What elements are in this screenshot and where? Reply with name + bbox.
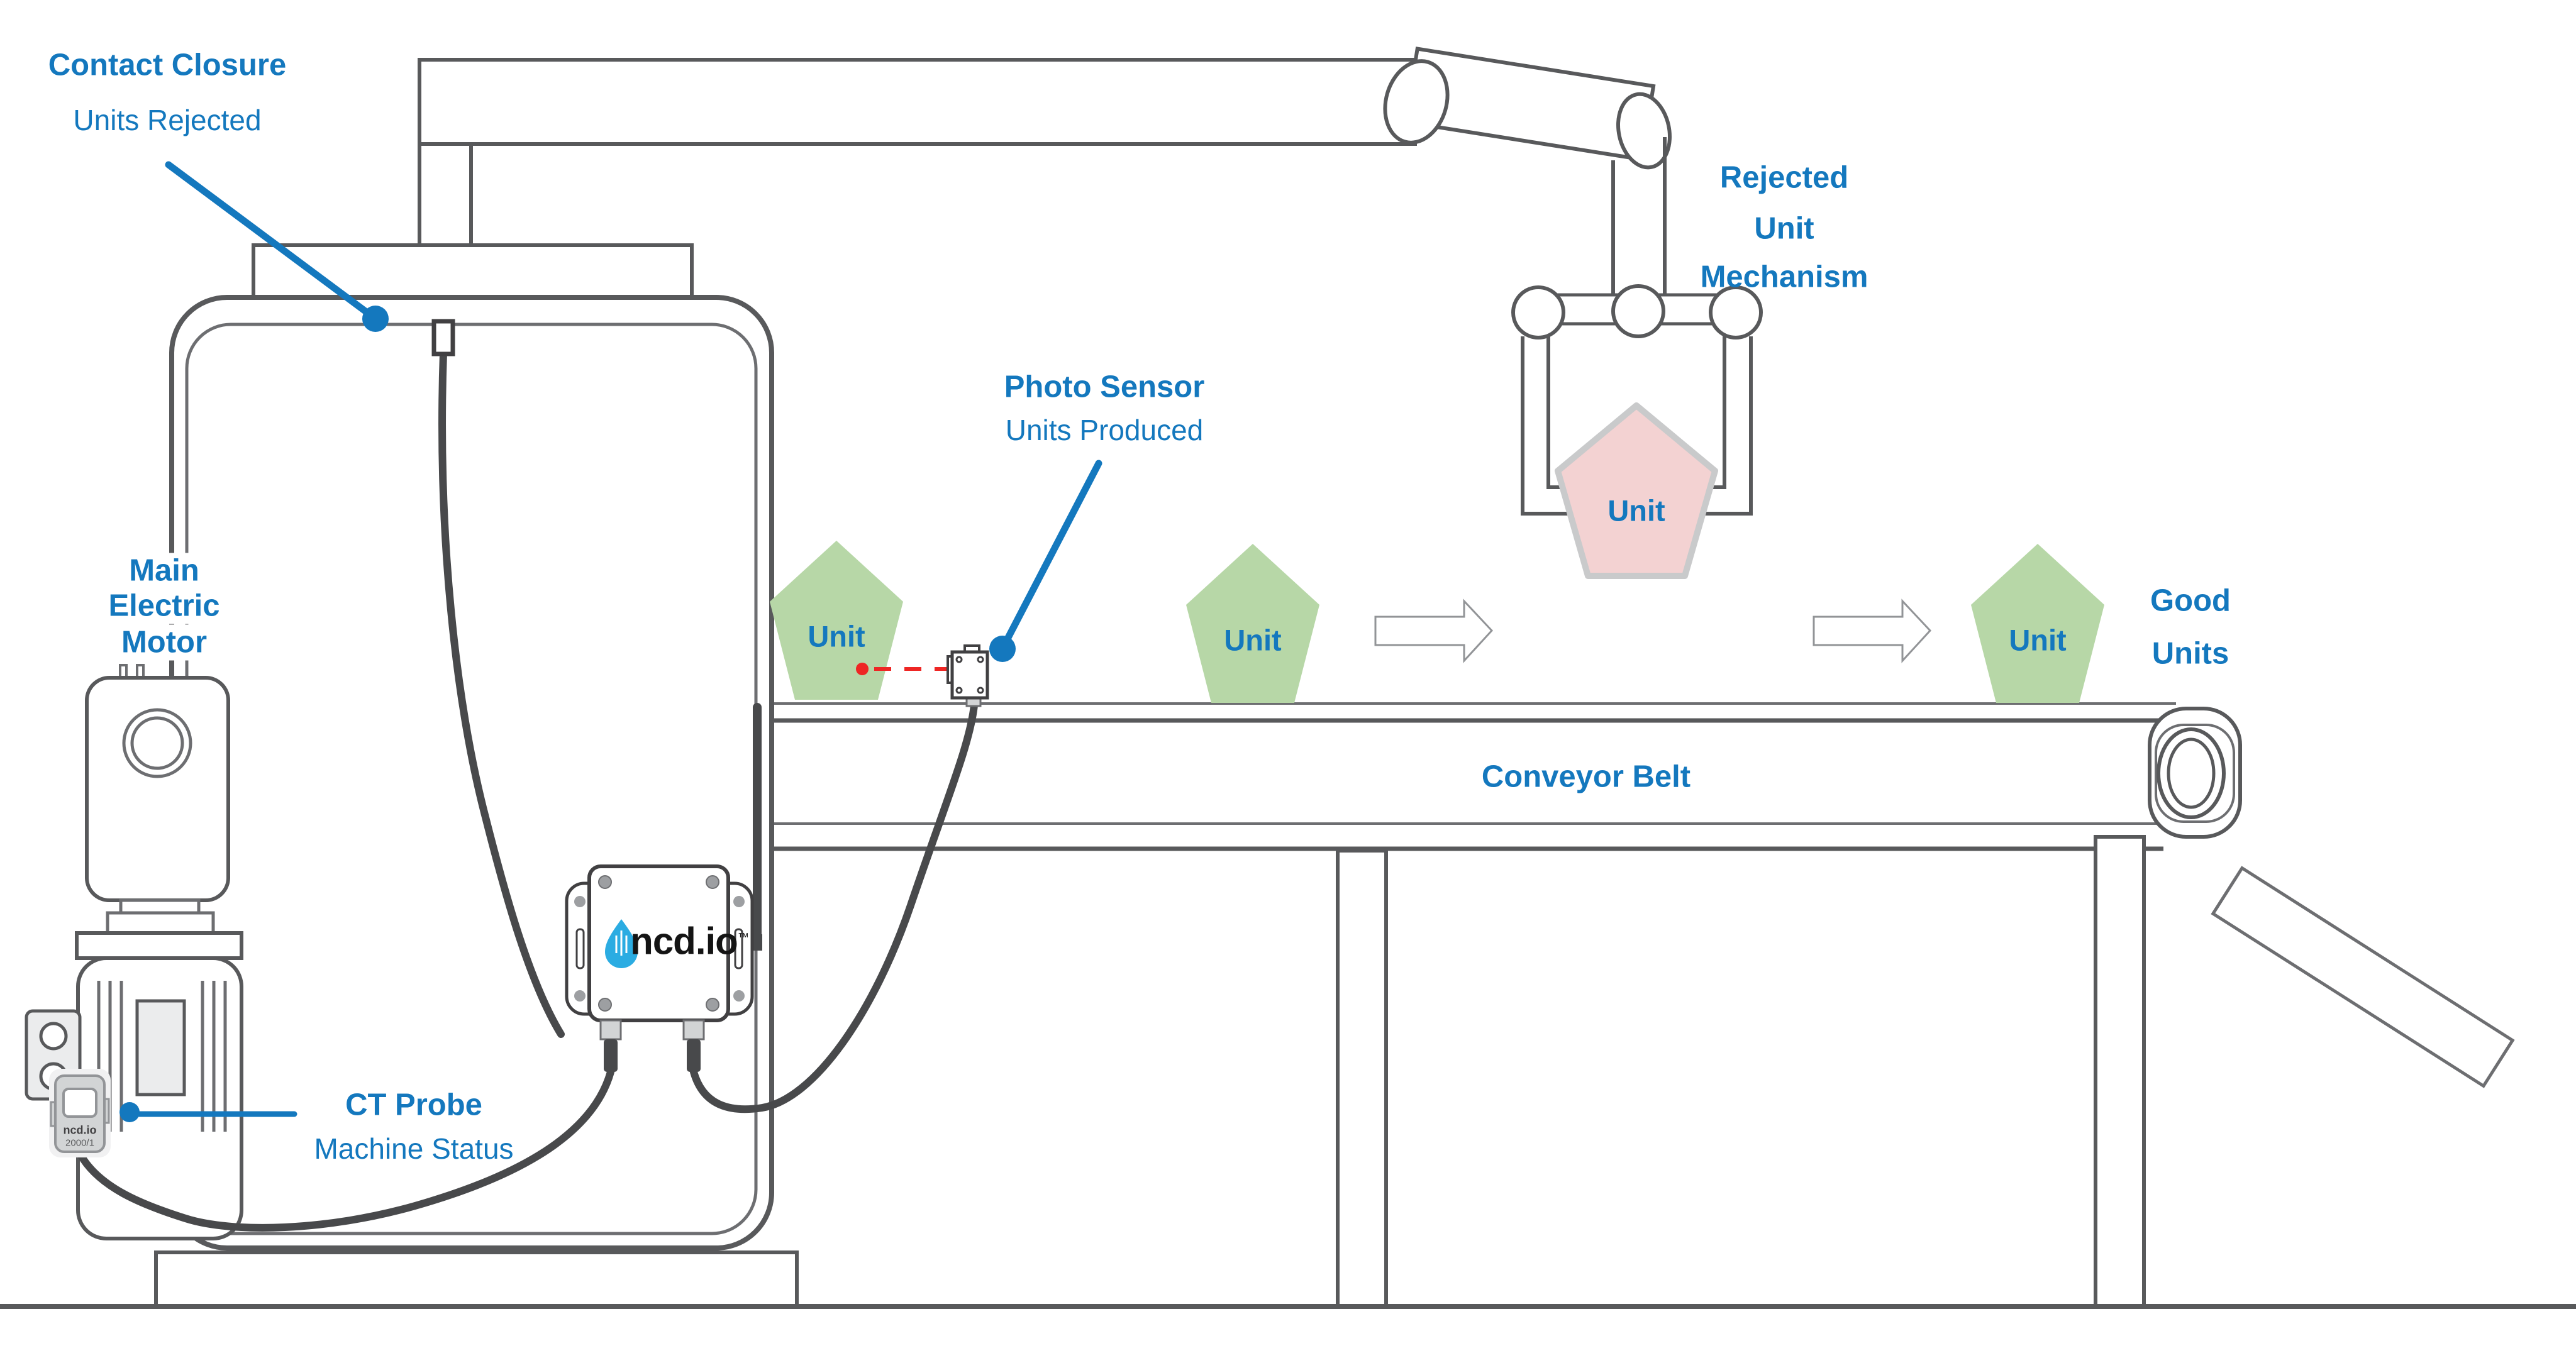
flow-arrow-icon <box>1374 599 1494 663</box>
machine-base <box>154 1250 799 1308</box>
good-units-label-line2: Units <box>2151 636 2229 671</box>
unit-label: Unit <box>1224 623 1282 657</box>
rejected-unit-mechanism <box>418 47 1763 516</box>
rejected-mechanism-label-line1: Rejected <box>1719 160 1849 195</box>
unit-label: Unit <box>2009 623 2067 657</box>
discharge-chute <box>2211 866 2515 1088</box>
gripper-joint <box>1511 285 1565 340</box>
contact-closure-cable <box>438 350 565 1038</box>
machine-top-plate <box>252 243 694 299</box>
main-motor-label-line1: Main <box>123 553 206 589</box>
arm-end-cap <box>1616 92 1672 170</box>
ncd-gateway-logo-text: ncd.io™ <box>630 920 749 963</box>
arm-horizontal-beam <box>418 58 1417 146</box>
gateway-connectors <box>599 1019 705 1072</box>
photo-sensor-title: Photo Sensor <box>1004 370 1205 404</box>
gateway-enclosure <box>587 864 730 1022</box>
unit-label: Unit <box>808 619 865 653</box>
conveyor-belt-label: Conveyor Belt <box>1481 759 1691 794</box>
ct-probe-device <box>49 1069 111 1157</box>
contact-closure-title: Contact Closure <box>48 48 287 82</box>
gripper-joint <box>1611 284 1665 338</box>
motor-nameplate <box>135 999 186 1096</box>
good-unit-pentagon <box>1186 544 1319 703</box>
trademark-symbol: ™ <box>737 930 749 944</box>
ct-probe-brand: ncd.io <box>63 1123 97 1137</box>
rejected-mechanism-label-line3: Mechanism <box>1700 260 1868 294</box>
arm-elbow-joint <box>1383 59 1450 145</box>
good-unit-pentagon <box>770 541 903 700</box>
sensor-cables <box>75 350 978 1232</box>
gripper-joint <box>1709 285 1763 340</box>
rejected-mechanism-label-line2: Unit <box>1754 211 1814 246</box>
contact-closure-sensor <box>431 319 455 356</box>
main-motor-label-line2: Electric <box>102 588 226 624</box>
ct-probe-cable <box>75 1068 614 1232</box>
main-electric-motor <box>25 664 243 1240</box>
photo-sensor-subtitle: Units Produced <box>1005 414 1204 446</box>
main-motor-label-line3: Motor <box>114 624 214 661</box>
flow-arrow-icon <box>1813 599 1932 663</box>
conveyor-belt <box>723 702 2515 1308</box>
arm-support-column <box>418 142 473 247</box>
antenna-icon <box>753 703 762 943</box>
rejected-unit-label: Unit <box>1607 494 1665 527</box>
contact-closure-subtitle: Units Rejected <box>73 104 262 136</box>
ncd-logo-icon <box>605 919 638 968</box>
ct-probe-subtitle: Machine Status <box>314 1132 514 1165</box>
callouts <box>119 161 1102 1122</box>
belt-leg <box>2094 835 2146 1308</box>
good-unit-pentagon <box>1971 544 2104 703</box>
rejected-unit-pentagon <box>1555 402 1718 579</box>
good-units-label-line1: Good <box>2150 583 2231 618</box>
ncd-gateway <box>565 703 762 1072</box>
detection-beam <box>856 663 947 675</box>
belt-leg <box>1336 849 1388 1308</box>
photo-sensor-cable <box>690 702 978 1113</box>
ct-probe-model: 2000/1 <box>65 1137 94 1149</box>
ct-probe-title: CT Probe <box>345 1088 482 1122</box>
photo-sensor-device <box>947 644 989 707</box>
